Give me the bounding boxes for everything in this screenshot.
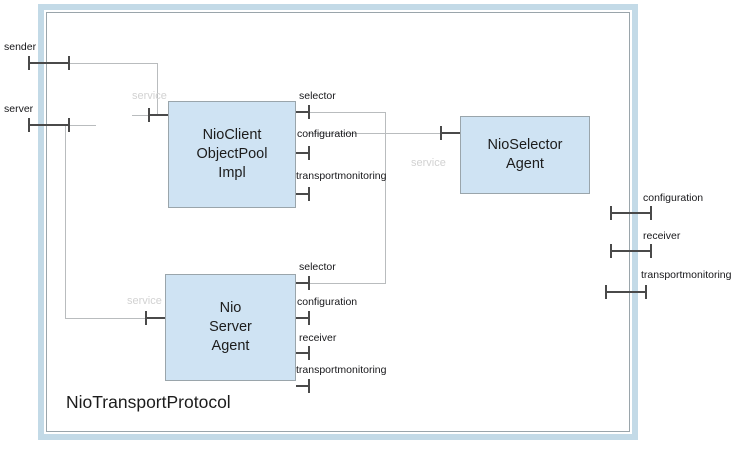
port-client-selector-cap xyxy=(308,105,310,119)
wire-server-v xyxy=(65,125,66,319)
port-selectoragent-service-cap xyxy=(440,126,442,140)
part-nio-server-agent[interactable]: Nio Server Agent xyxy=(165,274,296,381)
port-sender-cap-outer xyxy=(28,56,30,70)
wire-configuration-selectoragent xyxy=(308,133,460,134)
port-server-stem[interactable] xyxy=(28,124,70,126)
port-boundary-configuration-cap-outer xyxy=(650,206,652,220)
port-boundary-configuration-cap-inner xyxy=(610,206,612,220)
composite-frame-inner xyxy=(46,12,630,432)
port-label-client-selector: selector xyxy=(299,90,336,102)
port-serveragent-service-stem[interactable] xyxy=(145,317,165,319)
port-label-sender: sender xyxy=(4,41,37,53)
port-label-serveragent-receiver: receiver xyxy=(299,332,337,344)
port-client-transportmonitoring-cap xyxy=(308,187,310,201)
port-label-server: server xyxy=(4,103,34,115)
wire-server-h2 xyxy=(65,318,165,319)
port-boundary-transportmonitoring-cap-outer xyxy=(645,285,647,299)
port-serveragent-transportmonitoring-stem[interactable] xyxy=(296,385,310,387)
port-serveragent-service-cap xyxy=(145,311,147,325)
port-boundary-receiver-cap-inner xyxy=(610,244,612,258)
part-nio-client-object-pool-impl[interactable]: NioClient ObjectPool Impl xyxy=(168,101,296,208)
connector-label-service-client-selectoragent: service xyxy=(411,157,446,169)
port-serveragent-receiver-cap xyxy=(308,346,310,360)
composite-frame-band xyxy=(38,4,638,440)
composite-frame-title: NioTransportProtocol xyxy=(66,392,231,412)
port-client-configuration-stem[interactable] xyxy=(296,152,310,154)
port-label-boundary-transportmonitoring: transportmonitoring xyxy=(641,269,732,281)
port-serveragent-selector-stem[interactable] xyxy=(296,282,310,284)
wire-selector-bus-v xyxy=(385,112,386,283)
port-selectoragent-service-stem[interactable] xyxy=(440,132,460,134)
port-client-service-cap xyxy=(148,108,150,122)
port-sender-stem[interactable] xyxy=(28,62,70,64)
port-label-serveragent-configuration: configuration xyxy=(297,296,358,308)
port-client-service-stem[interactable] xyxy=(148,114,168,116)
port-boundary-configuration-stem[interactable] xyxy=(610,212,652,214)
port-label-client-transportmonitoring: transportmonitoring xyxy=(296,170,387,182)
wire-sender-v xyxy=(157,63,158,115)
port-client-configuration-cap xyxy=(308,146,310,160)
port-boundary-transportmonitoring-stem[interactable] xyxy=(605,291,647,293)
connector-label-service-sender-client: service xyxy=(132,90,167,102)
port-boundary-receiver-cap-outer xyxy=(650,244,652,258)
port-client-transportmonitoring-stem[interactable] xyxy=(296,193,310,195)
port-serveragent-configuration-cap xyxy=(308,311,310,325)
port-label-serveragent-transportmonitoring: transportmonitoring xyxy=(296,364,387,376)
port-label-boundary-configuration: configuration xyxy=(643,192,704,204)
part-nio-selector-agent[interactable]: NioSelector Agent xyxy=(460,116,590,194)
wire-server-h1 xyxy=(70,125,96,126)
port-label-serveragent-selector: selector xyxy=(299,261,336,273)
port-label-boundary-receiver: receiver xyxy=(643,230,681,242)
port-server-cap-outer xyxy=(28,118,30,132)
port-boundary-transportmonitoring-cap-inner xyxy=(605,285,607,299)
port-serveragent-selector-cap xyxy=(308,276,310,290)
port-serveragent-receiver-stem[interactable] xyxy=(296,352,310,354)
wire-sender-h1 xyxy=(70,63,158,64)
port-client-selector-stem[interactable] xyxy=(296,111,310,113)
port-serveragent-configuration-stem[interactable] xyxy=(296,317,310,319)
port-serveragent-transportmonitoring-cap xyxy=(308,379,310,393)
wire-server-selector-h xyxy=(308,283,386,284)
port-boundary-receiver-stem[interactable] xyxy=(610,250,652,252)
port-label-client-configuration: configuration xyxy=(297,128,358,140)
port-sender-cap-inner xyxy=(68,56,70,70)
port-server-cap-inner xyxy=(68,118,70,132)
connector-label-service-server-serveragent: service xyxy=(127,295,162,307)
wire-client-selector-h xyxy=(308,112,386,113)
